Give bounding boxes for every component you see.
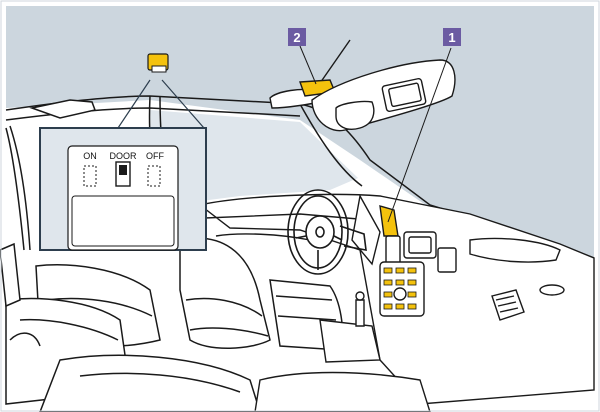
switch-label-off: OFF	[146, 151, 164, 161]
callout-badge-2: 2	[288, 28, 306, 46]
callout-label-2: 2	[293, 30, 300, 45]
callout-label-1: 1	[448, 30, 455, 45]
switch-label-door: DOOR	[110, 151, 138, 161]
switch-label-on: ON	[83, 151, 97, 161]
switch-labels: ON DOOR OFF	[83, 151, 164, 161]
dome-lamp-icon	[148, 54, 168, 72]
callout-badge-1: 1	[443, 28, 461, 46]
